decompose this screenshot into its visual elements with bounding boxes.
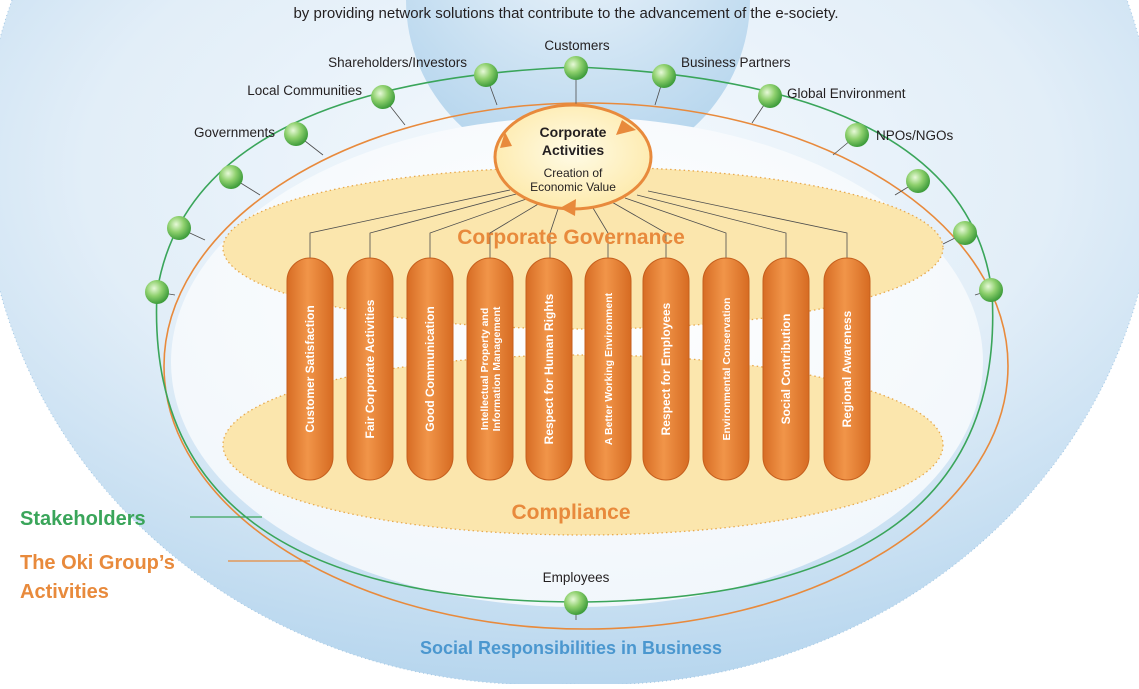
stakeholder-node	[167, 216, 191, 240]
legend-activities-line1: The Oki Group’s	[20, 552, 175, 574]
pillar-label: Intellectual Property and	[479, 308, 491, 431]
cycle-arrow-bottom-icon	[560, 199, 576, 216]
pillar-working-environment	[584, 257, 632, 481]
legend-stakeholders: Stakeholders	[20, 508, 146, 530]
stakeholder-label-local-communities: Local Communities	[247, 83, 362, 98]
pillars	[286, 257, 871, 481]
stakeholder-node	[758, 84, 782, 108]
pillar-label: Regional Awareness	[840, 310, 854, 427]
pillar-label: Social Contribution	[779, 314, 793, 425]
pillar-customer-satisfaction	[286, 257, 334, 481]
oki-activities-ring	[163, 102, 1009, 630]
cycle-arrow-top-icon	[616, 120, 636, 135]
core-sub-line1: Creation of	[544, 166, 603, 180]
stakeholder-label-shareholders: Shareholders/Investors	[328, 55, 467, 70]
pillar-label: Fair Corporate Activities	[363, 299, 377, 438]
pillar-good-communication	[406, 257, 454, 481]
stakeholder-label-customers: Customers	[544, 38, 610, 53]
stakeholder-node	[284, 122, 308, 146]
cycle-arrow-left-icon	[500, 132, 512, 148]
stakeholder-node	[564, 591, 588, 615]
compliance-label: Compliance	[511, 501, 630, 524]
stakeholder-label-npos-ngos: NPOs/NGOs	[876, 128, 954, 143]
pillar-fair-corporate-activities	[346, 257, 394, 481]
pillar-respect-employees	[642, 257, 690, 481]
stakeholder-node	[652, 64, 676, 88]
intro-text: by providing network solutions that cont…	[293, 5, 838, 22]
stakeholder-node	[953, 221, 977, 245]
stakeholder-node	[906, 169, 930, 193]
stakeholder-label-governments: Governments	[194, 125, 275, 140]
pillar-social-contribution	[762, 257, 810, 481]
legend-activities-line2: Activities	[20, 581, 109, 603]
pillar-label: Environmental Conservation	[721, 298, 733, 441]
pillar-human-rights	[525, 257, 573, 481]
core-connectors	[309, 189, 848, 258]
pillar-regional-awareness	[823, 257, 871, 481]
pillar-label: Respect for Human Rights	[542, 293, 556, 444]
pillar-label: Information Management	[491, 306, 503, 431]
stakeholder-nodes	[145, 56, 1003, 615]
stakeholder-node	[474, 63, 498, 87]
pillar-label: Good Communication	[423, 306, 437, 431]
social-responsibilities-title: Social Responsibilities in Business	[420, 638, 722, 658]
pillar-intellectual-property	[466, 257, 514, 481]
stakeholder-node	[145, 280, 169, 304]
pillar-label: A Better Working Environment	[603, 292, 615, 445]
core-sub-line2: Economic Value	[530, 180, 616, 194]
pillar-environmental-conservation	[702, 257, 750, 481]
core-title-line2: Activities	[542, 142, 604, 158]
stakeholder-label-business-partners: Business Partners	[681, 55, 791, 70]
stakeholder-node	[564, 56, 588, 80]
core-title-line1: Corporate	[540, 124, 607, 140]
stakeholder-node	[845, 123, 869, 147]
stakeholder-node	[371, 85, 395, 109]
stakeholder-node	[219, 165, 243, 189]
pillar-label: Customer Satisfaction	[303, 305, 317, 432]
stakeholder-label-global-environment: Global Environment	[787, 86, 906, 101]
stakeholder-label-employees: Employees	[543, 570, 610, 585]
stakeholder-node	[979, 278, 1003, 302]
pillar-label: Respect for Employees	[659, 302, 673, 435]
corporate-governance-label: Corporate Governance	[457, 226, 685, 249]
